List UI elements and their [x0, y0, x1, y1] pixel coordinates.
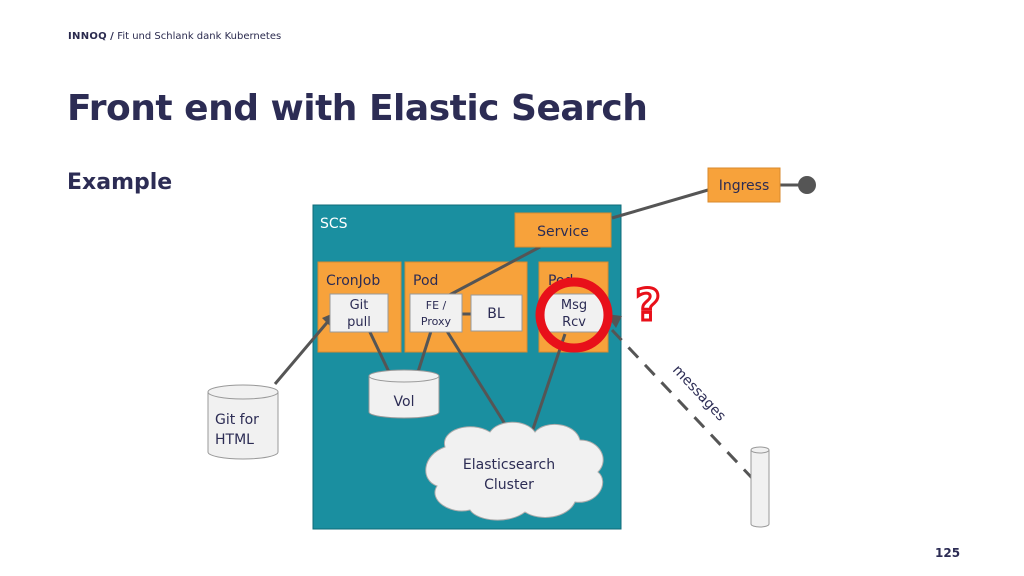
- connector-fe-to-vol: [416, 327, 434, 373]
- ingress-endpoint-dot: [798, 176, 816, 194]
- connector-ingress-to-service: [611, 188, 709, 220]
- git-pull-line2: pull: [347, 315, 371, 330]
- messages-label: messages: [669, 362, 729, 424]
- fe-proxy-box: [409, 293, 463, 333]
- connector-gitpull-to-vol: [366, 327, 391, 373]
- cronjob-label: CronJob: [326, 273, 380, 289]
- service-box: [514, 212, 612, 248]
- git-store-line1: Git for: [215, 412, 259, 428]
- git-pull-line1: Git: [350, 298, 369, 313]
- bl-label: BL: [487, 306, 505, 322]
- pod-frontend-label: Pod: [413, 273, 438, 289]
- fe-proxy-line1: FE /: [426, 299, 447, 312]
- connector-messages-dashed: [610, 328, 754, 480]
- connector-git-to-gitpull: [273, 311, 338, 385]
- header-separator: /: [110, 31, 115, 42]
- connector-msg-to-es: [530, 333, 567, 433]
- fe-proxy-line2: Proxy: [421, 315, 452, 328]
- connector-fe-to-es: [443, 327, 512, 433]
- message-queue-cylinder: [750, 446, 770, 528]
- elasticsearch-cloud: [425, 421, 604, 521]
- page-number: 125: [935, 546, 961, 560]
- slide-title: Front end with Elastic Search: [67, 88, 648, 129]
- ingress-box: [707, 167, 781, 203]
- deck-title: Fit und Schlank dank Kubernetes: [117, 31, 282, 42]
- service-label: Service: [537, 224, 589, 240]
- scs-label: SCS: [320, 216, 348, 232]
- msg-rcv-line2: Rcv: [562, 315, 586, 330]
- brand-logo-text: INNOQ: [68, 31, 107, 42]
- volume-cylinder: [368, 369, 440, 419]
- slide-subtitle: Example: [67, 170, 173, 195]
- elasticsearch-line2: Cluster: [484, 477, 534, 493]
- ingress-label: Ingress: [719, 178, 770, 194]
- git-store-line2: HTML: [215, 432, 254, 448]
- connector-service-to-fe: [439, 245, 541, 302]
- elasticsearch-line1: Elasticsearch: [463, 457, 555, 473]
- volume-label: Vol: [394, 394, 415, 410]
- slide-header: INNOQ / Fit und Schlank dank Kubernetes: [68, 31, 281, 42]
- git-pull-box: [329, 293, 389, 333]
- msg-rcv-line1: Msg: [561, 298, 587, 313]
- question-mark-icon: ?: [635, 280, 661, 331]
- git-store-cylinder: [207, 384, 279, 460]
- highlight-ring: [535, 277, 613, 353]
- msg-rcv-box: [542, 293, 606, 333]
- bl-box: [470, 294, 523, 332]
